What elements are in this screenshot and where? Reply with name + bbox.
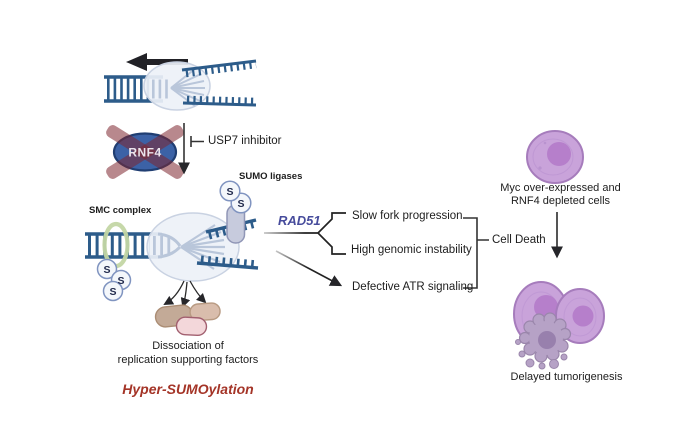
- hyper-sumoylation-title: Hyper-SUMOylation: [122, 381, 254, 397]
- apoptotic-cell-icon: [515, 312, 572, 370]
- sumo-s: S: [103, 264, 110, 276]
- tumor-cells-icon: [513, 281, 605, 370]
- dissociation-line1: Dissociation of: [152, 340, 224, 352]
- delayed-tumorigenesis-label: Delayed tumorigenesis: [510, 371, 623, 383]
- sumo-chain-icon: S S S: [96, 258, 132, 302]
- rnf4-label: RNF4: [128, 146, 161, 160]
- myc-line2: RNF4 depleted cells: [510, 194, 611, 207]
- rad51-label: RAD51: [278, 213, 321, 228]
- rnf4-crossed-icon: RNF4: [106, 125, 184, 179]
- atr-arrow: [275, 250, 343, 287]
- rad51-branch-connector: [264, 212, 346, 255]
- sumo-ligases-label: SUMO ligases: [239, 171, 303, 182]
- outcome-high-genomic-instability: High genomic instability: [351, 244, 472, 256]
- dissociation-arrows-icon: [163, 280, 207, 308]
- sumo-s: S: [237, 198, 244, 210]
- outcome-slow-fork-progression: Slow fork progression: [352, 210, 463, 222]
- outcome-defective-atr-signaling: Defective ATR signaling: [352, 281, 474, 293]
- myc-cell-icon: [526, 130, 584, 184]
- sumo-s: S: [109, 286, 116, 298]
- dissociation-line2: replication supporting factors: [117, 353, 259, 366]
- replication-fork-moving: [104, 59, 257, 111]
- replication-factors-icon: [154, 302, 221, 337]
- myc-cells-label: Myc over-expressed and RNF4 depleted cel…: [493, 182, 628, 207]
- sumo-s: S: [117, 275, 124, 287]
- outcome-bracket: [463, 217, 489, 289]
- myc-line1: Myc over-expressed and: [500, 182, 621, 194]
- sumo-ligase-icon: S S: [219, 180, 252, 244]
- dissociation-label: Dissociation of replication supporting f…: [98, 340, 278, 367]
- usp7-inhibition-arrow: [178, 123, 204, 175]
- sumo-s: S: [226, 186, 233, 198]
- cell-death-label: Cell Death: [492, 234, 546, 246]
- usp7-inhibitor-label: USP7 inhibitor: [208, 135, 282, 147]
- smc-complex-label: SMC complex: [89, 205, 152, 216]
